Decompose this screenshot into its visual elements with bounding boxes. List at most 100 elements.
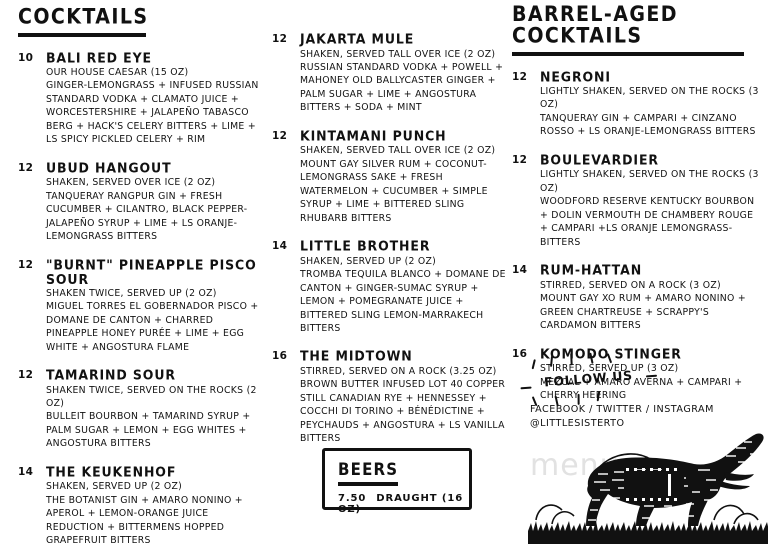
item-name: LITTLE BROTHER [300, 238, 431, 254]
item-method: STIRRED, SERVED ON A ROCK (3.25 OZ) [300, 365, 497, 377]
item-ingredients: GINGER-LEMONGRASS + INFUSED RUSSIAN STAN… [46, 80, 259, 146]
item-method: STIRRED, SERVED UP (3 OZ) [540, 363, 679, 375]
item-name: JAKARTA MULE [300, 30, 415, 47]
item-price: 12 [18, 369, 34, 381]
item-method: SHAKEN, SERVED TALL OVER ICE (2 OZ) [300, 48, 496, 60]
beers-title: BEERS [338, 459, 399, 480]
item-price: 12 [18, 161, 34, 174]
barrel-aged-title: BARREL-AGED COCKTAILS [512, 2, 678, 49]
item-price: 16 [512, 347, 528, 360]
item-description: STIRRED, SERVED ON A ROCK (3.25 OZ) BROWN… [300, 365, 508, 446]
follow-us-details: FACEBOOK / TWITTER / INSTAGRAM @LITTLESI… [530, 403, 760, 432]
item-price: 14 [18, 465, 34, 478]
item-ingredients: MOUNT GAY XO RUM + AMARO NONINO + GREEN … [540, 293, 746, 332]
item-method: SHAKEN, SERVED OVER ICE (2 OZ) [46, 177, 216, 189]
item-method: LIGHTLY SHAKEN, SERVED ON THE ROCKS (3 O… [540, 169, 759, 194]
item-price: 10 [18, 51, 34, 64]
item-name: RUM-HATTAN [540, 262, 643, 278]
item-ingredients: WOODFORD RESERVE KENTUCKY BOURBON + DOLI… [540, 196, 755, 248]
follow-us-label: FOLLOW US [543, 367, 634, 390]
item-price: 12 [272, 129, 288, 142]
item-description: SHAKEN, SERVED UP (2 OZ)THE BOTANIST GIN… [46, 480, 266, 544]
item-method: LIGHTLY SHAKEN, SERVED ON THE ROCKS (3 O… [540, 86, 759, 111]
item-name: BALI RED EYE [46, 49, 152, 66]
item-ingredients: TANQUERAY RANGPUR GIN + FRESH CUCUMBER +… [46, 190, 248, 243]
item-method: SHAKEN, SERVED UP (2 OZ) [46, 481, 183, 493]
item-method: SHAKEN, SERVED TALL OVER ICE (2 OZ) [300, 145, 496, 157]
item-price: 12 [272, 33, 288, 45]
follow-us-badge: FOLLOW US [520, 352, 657, 407]
item-name: NEGRONI [540, 68, 611, 85]
item-method: OUR HOUSE CAESAR (15 OZ) [46, 67, 189, 78]
item-description: LIGHTLY SHAKEN, SERVED ON THE ROCKS (3 O… [540, 85, 762, 139]
item-price: 12 [512, 70, 528, 83]
starburst-icon [520, 386, 532, 390]
item-ingredients: MIGUEL TORRES EL GOBERNADOR PISCO + DOMA… [46, 301, 259, 353]
item-name: UBUD HANGOUT [46, 159, 172, 176]
item-description: SHAKEN, SERVED UP (2 OZ)TROMBA TEQUILA B… [300, 255, 508, 336]
item-method: SHAKEN TWICE, SERVED ON THE ROCKS (2 OZ) [46, 384, 257, 409]
item-description: SHAKEN, SERVED TALL OVER ICE (2 OZ)MOUNT… [300, 144, 508, 225]
item-name: KOMODO STINGER [540, 345, 682, 362]
item-name: "BURNT" PINEAPPLE PISCO SOUR [46, 256, 257, 287]
item-ingredients: MEZCAL + AMARO AVERNA + CAMPARI + CHERRY… [540, 376, 743, 401]
item-ingredients: BROWN BUTTER INFUSED LOT 40 COPPER STILL… [300, 379, 506, 445]
item-method: STIRRED, SERVED ON A ROCK (3 OZ) [540, 279, 721, 291]
item-name: TAMARIND SOUR [46, 366, 176, 383]
item-price: 14 [272, 240, 288, 253]
item-ingredients: MOUNT GAY SILVER RUM + COCONUT-LEMONGRAS… [300, 158, 488, 224]
item-description: SHAKEN, SERVED OVER ICE (2 OZ)TANQUERAY … [46, 176, 266, 243]
beers-title-rule [338, 482, 398, 486]
item-method: SHAKEN TWICE, SERVED UP (2 OZ) [46, 287, 217, 299]
starburst-icon [596, 391, 601, 402]
item-description: SHAKEN, SERVED TALL OVER ICE (2 OZ)RUSSI… [300, 48, 508, 115]
elephant-illustration [528, 433, 768, 544]
item-ingredients: RUSSIAN STANDARD VODKA + POWELL + MAHONE… [300, 61, 504, 114]
item-description: OUR HOUSE CAESAR (15 OZ) GINGER-LEMONGRAS… [46, 66, 266, 147]
starburst-icon [645, 374, 657, 378]
cocktails-heading-wrap: COCKTAILS [18, 0, 147, 37]
item-price: 12 [512, 153, 528, 166]
item-price: 16 [272, 350, 288, 363]
item-description: SHAKEN TWICE, SERVED ON THE ROCKS (2 OZ)… [46, 384, 266, 451]
item-ingredients: TROMBA TEQUILA BLANCO + DOMANE DE CANTON… [300, 269, 506, 334]
beers-price: 7.50 [338, 493, 367, 504]
barrel-aged-heading-rule [512, 52, 744, 56]
item-ingredients: BULLEIT BOURBON + TAMARIND SYRUP + PALM … [46, 411, 251, 450]
item-name: KINTAMANI PUNCH [300, 127, 447, 144]
item-description: LIGHTLY SHAKEN, SERVED ON THE ROCKS (3 O… [540, 168, 762, 249]
